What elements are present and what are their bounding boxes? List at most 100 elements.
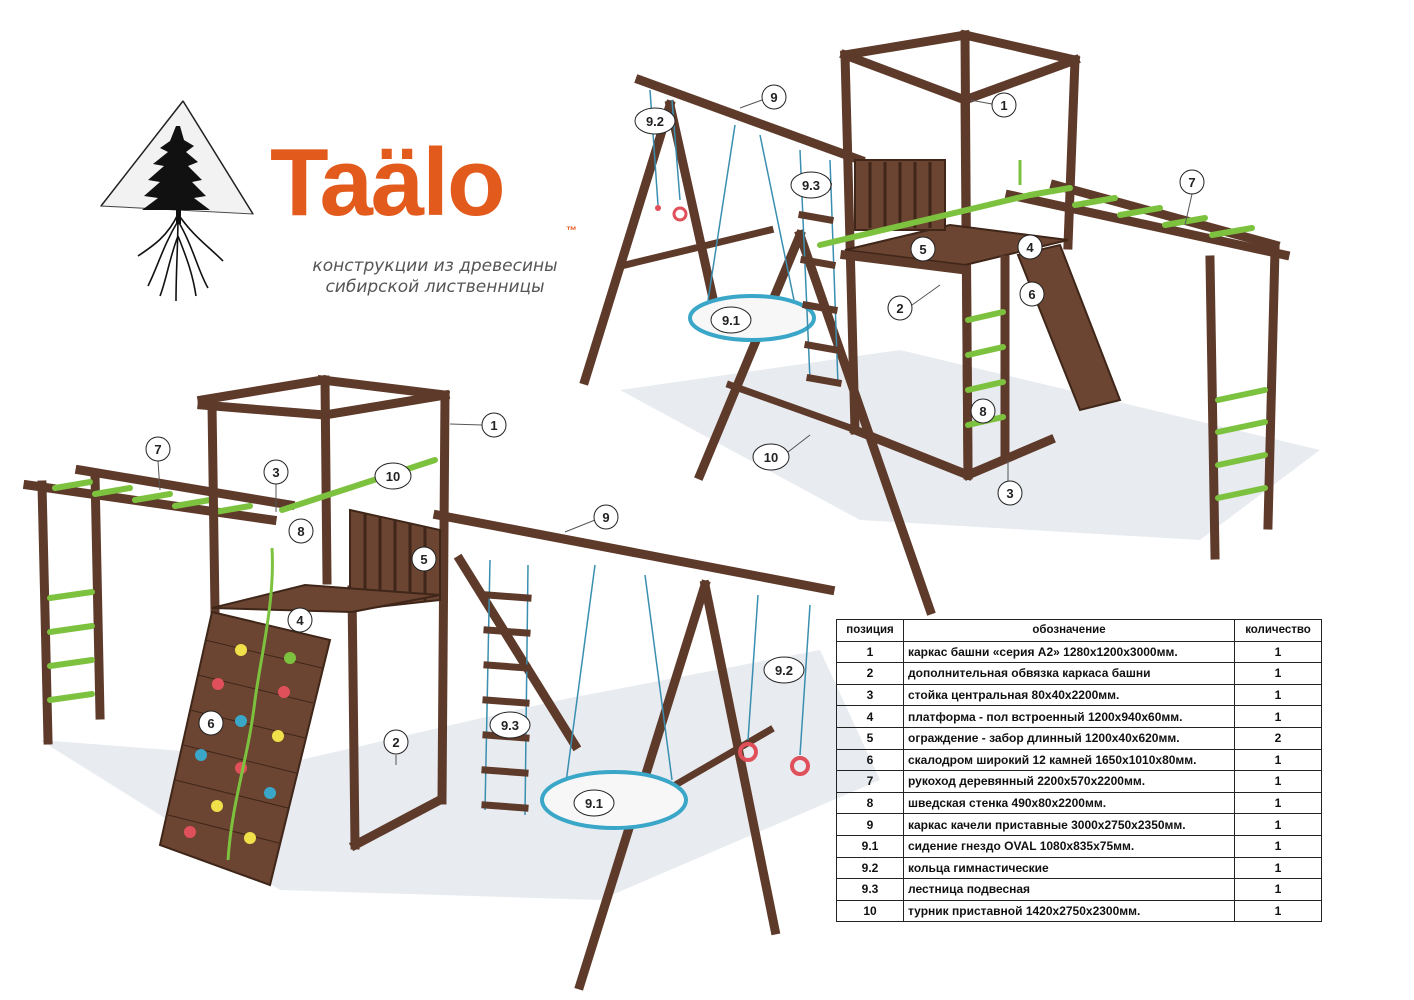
cell-position: 2 [836,662,904,685]
cell-position: 9 [836,813,904,836]
cell-designation: ограждение - забор длинный 1200х40х620мм… [903,726,1235,750]
cell-quantity: 1 [1234,748,1322,772]
callout-8: 8 [288,518,314,544]
callout-5: 5 [910,236,936,262]
callout-9-2: 9.2 [634,107,676,135]
callout-9-1: 9.1 [573,789,615,817]
svg-text:3: 3 [1006,486,1013,501]
svg-text:7: 7 [1188,175,1195,190]
tagline-line-1: конструкции из древесины [312,256,558,276]
cell-designation: скалодром широкий 12 камней 1650х1010х80… [903,748,1235,772]
cell-quantity: 1 [1234,705,1322,728]
svg-text:1: 1 [1000,98,1007,113]
callout-3: 3 [997,460,1023,506]
callout-10: 10 [752,434,811,471]
cell-designation: сидение гнездо OVAL 1080х835х75мм. [903,834,1235,858]
callout-2: 2 [887,284,941,321]
svg-text:9: 9 [602,510,609,525]
callout-1: 1 [969,92,1017,118]
callout-5: 5 [411,546,437,572]
callout-8: 8 [970,398,996,424]
callout-4: 4 [1017,234,1043,260]
cell-position: 10 [836,899,904,923]
svg-text:9.3: 9.3 [802,178,820,193]
svg-text:4: 4 [296,613,304,628]
svg-text:1: 1 [490,418,497,433]
callout-4: 4 [287,607,313,633]
callout-2: 2 [383,729,409,765]
svg-text:9: 9 [770,90,777,105]
cell-position: 9.2 [836,856,904,880]
callout-9-3: 9.3 [489,711,531,739]
cell-designation: стойка центральная 80х40х2200мм. [903,683,1235,707]
cell-position: 1 [836,640,904,664]
tree-logo-icon [100,100,254,302]
svg-text:4: 4 [1026,240,1034,255]
cell-quantity: 2 [1234,726,1322,750]
svg-text:3: 3 [272,465,279,480]
cell-quantity: 1 [1234,856,1322,880]
logo [98,96,598,311]
cell-position: 7 [836,770,904,793]
callout-9: 9 [564,504,619,533]
header-quantity: количество [1234,619,1322,642]
cell-designation: дополнительная обвязка каркаса башни [903,662,1235,685]
tagline-line-2: сибирской лиственницы [325,277,545,297]
callout-9: 9 [739,84,787,110]
cell-quantity: 1 [1234,640,1322,664]
cell-quantity: 1 [1234,878,1322,901]
cell-designation: рукоход деревянный 2200х570х2200мм. [903,770,1235,793]
trademark-symbol: ™ [566,225,577,237]
table-header-row: позиция обозначение количество [836,619,1322,642]
right-playset-illustration: 1 2 3 4 5 6 7 8 9 9.2 9.3 9.1 10 [579,29,1320,616]
cell-quantity: 1 [1234,791,1322,815]
cell-designation: кольца гимнастические [903,856,1235,880]
callout-7: 7 [145,436,171,491]
callout-6: 6 [198,710,224,736]
svg-text:8: 8 [297,524,304,539]
cell-designation: каркас качели приставные 3000х2750х2350м… [903,813,1235,836]
callout-1: 1 [449,412,507,438]
cell-designation: каркас башни «серия А2» 1280х1200х3000мм… [903,640,1235,664]
svg-text:9.1: 9.1 [722,313,740,328]
cell-quantity: 1 [1234,834,1322,858]
left-playset-illustration: 1 2 3 4 5 6 7 8 9 9.2 9.3 9.1 10 [22,374,880,991]
svg-text:5: 5 [919,242,926,257]
cell-quantity: 1 [1234,813,1322,836]
cell-quantity: 1 [1234,899,1322,923]
callout-7: 7 [1179,169,1205,226]
callout-3: 3 [263,459,289,512]
cell-position: 8 [836,791,904,815]
header-designation: обозначение [903,619,1235,642]
cell-designation: платформа - пол встроенный 1200х940х60мм… [903,705,1235,728]
header-position: позиция [836,619,904,642]
svg-text:8: 8 [979,404,986,419]
cell-position: 3 [836,683,904,707]
cell-position: 9.3 [836,878,904,901]
svg-text:9.1: 9.1 [585,796,603,811]
svg-text:6: 6 [1028,287,1035,302]
svg-text:9.2: 9.2 [646,114,664,129]
svg-text:10: 10 [764,450,778,465]
cell-position: 6 [836,748,904,772]
brand-tagline: конструкции из древесины сибирской листв… [290,256,580,298]
cell-quantity: 1 [1234,662,1322,685]
svg-text:2: 2 [896,301,903,316]
svg-text:9.3: 9.3 [501,718,519,733]
callout-9-1: 9.1 [710,306,752,334]
cell-position: 9.1 [836,834,904,858]
